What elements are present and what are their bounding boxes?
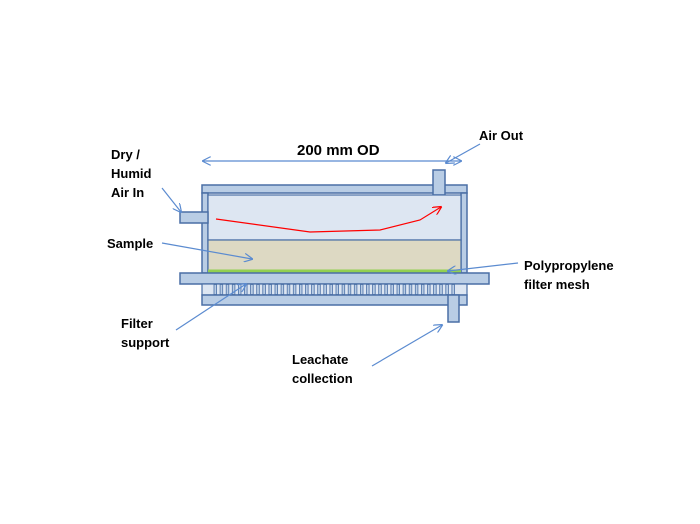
leachate-pointer — [371, 325, 442, 367]
support-slot — [347, 284, 352, 295]
support-slot — [213, 284, 217, 295]
support-slot — [390, 284, 394, 295]
support-slot — [396, 284, 400, 295]
leachate-outlet-pipe — [447, 294, 460, 323]
support-slot — [353, 284, 358, 295]
support-slot — [292, 284, 297, 295]
support-slot — [414, 284, 419, 295]
mesh-label-line-2: filter mesh — [524, 277, 590, 292]
support-slot — [408, 284, 413, 295]
support-slot — [280, 284, 285, 295]
sample-pointer — [161, 242, 252, 259]
support-slot — [427, 284, 431, 295]
airflow-path-arrow — [215, 207, 441, 233]
filter-support-pointer — [175, 284, 246, 331]
left-wall — [201, 192, 209, 274]
support-slot — [323, 284, 327, 295]
support-slot — [378, 284, 382, 295]
support-slot — [420, 284, 425, 295]
air-out-pointer — [446, 143, 481, 163]
support-slot — [268, 284, 272, 295]
support-slot — [256, 284, 260, 295]
support-slot — [341, 284, 346, 295]
support-slot — [274, 284, 278, 295]
support-slot — [250, 284, 254, 295]
support-slot — [219, 284, 224, 295]
support-slot — [335, 284, 339, 295]
support-slot — [298, 284, 303, 295]
filter-support-label-line-2: support — [121, 335, 170, 350]
leachate-label-line-1: Leachate — [292, 352, 349, 367]
air-in-pointer — [161, 187, 181, 212]
support-slot — [402, 284, 407, 295]
diameter-label: 200 mm OD — [297, 142, 380, 159]
filter-support-label: Filter support — [121, 314, 169, 352]
air-in-label-line-1: Dry / — [111, 147, 140, 162]
air-outlet-pipe — [432, 169, 446, 196]
support-slot — [451, 284, 455, 295]
support-slot — [384, 284, 388, 295]
air-space — [207, 194, 462, 241]
support-slot — [262, 284, 266, 295]
support-slot — [445, 284, 449, 295]
support-slot — [329, 284, 333, 295]
bottom-cap — [201, 294, 468, 306]
support-slot — [372, 284, 376, 295]
leachate-label: Leachate collection — [292, 350, 353, 388]
air-out-label: Air Out — [479, 128, 524, 143]
support-slot — [225, 284, 230, 295]
mesh-label: Polypropylene filter mesh — [524, 256, 614, 294]
leachate-label-line-2: collection — [292, 371, 353, 386]
support-slot — [439, 284, 443, 295]
air-in-label-line-2: Humid — [111, 166, 152, 181]
support-slot — [237, 284, 242, 295]
support-slot — [305, 284, 309, 295]
sample-label: Sample — [107, 236, 154, 251]
filter-support-label-line-1: Filter — [121, 316, 153, 331]
filter-support-plate — [179, 272, 490, 285]
support-slot — [359, 284, 364, 295]
support-slot — [311, 284, 315, 295]
support-slot — [286, 284, 291, 295]
air-inlet-pipe — [179, 211, 209, 224]
right-wall — [460, 192, 468, 274]
support-slot — [366, 284, 370, 295]
support-slot — [317, 284, 321, 295]
air-in-label-line-3: Air In — [111, 185, 145, 200]
mesh-label-line-1: Polypropylene — [524, 258, 614, 273]
support-slot — [433, 284, 437, 295]
support-slot — [244, 284, 248, 295]
sample-layer — [207, 239, 462, 272]
mesh-pointer — [448, 262, 519, 271]
top-cap — [201, 184, 468, 194]
air-in-label: Dry / Humid Air In — [111, 145, 151, 202]
